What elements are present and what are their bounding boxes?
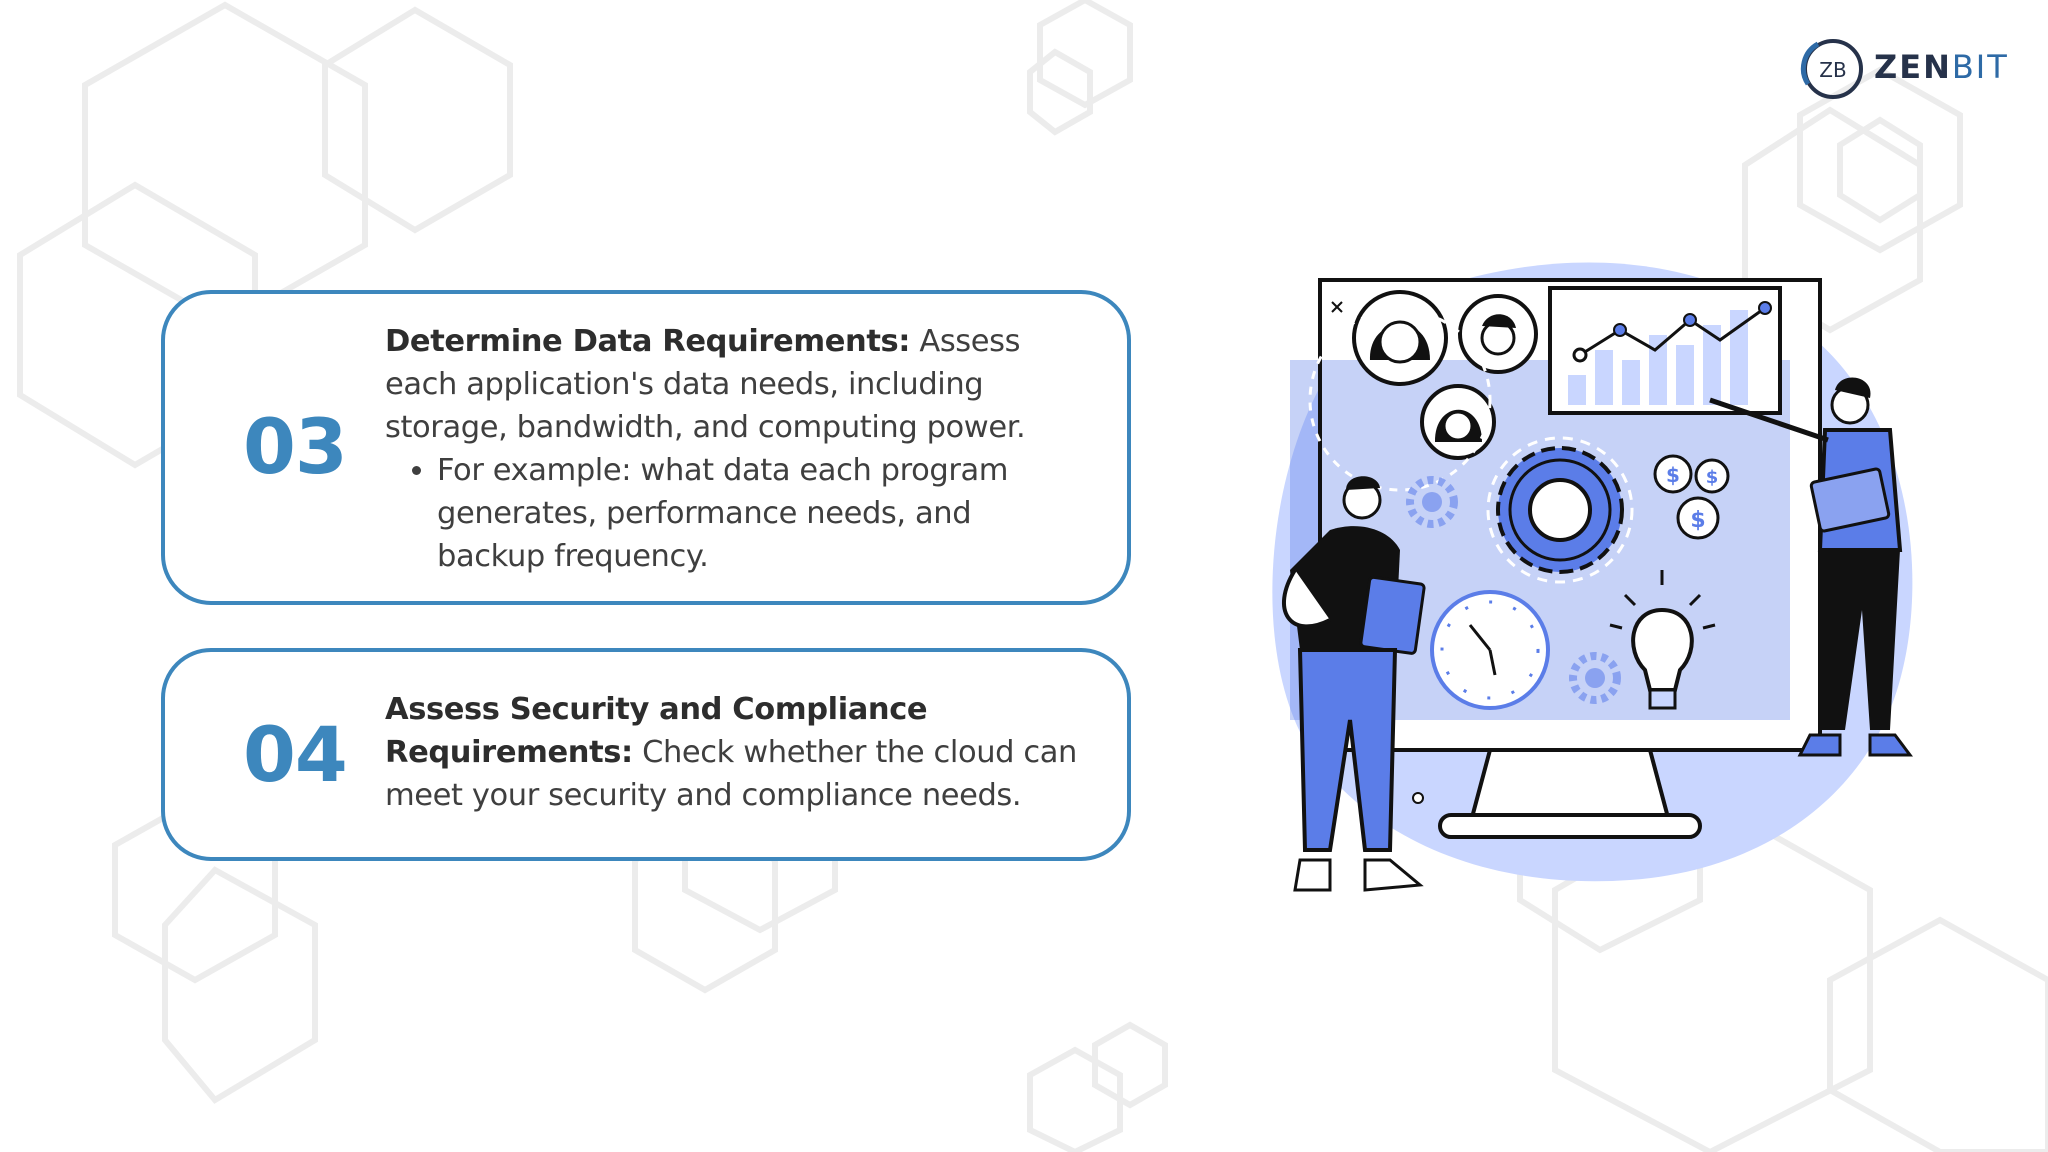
dollar-coins-icon: $ $ $ (1653, 454, 1730, 540)
step-description: Determine Data Requirements: Assess each… (385, 320, 1087, 578)
avatar-group-icon (1308, 290, 1538, 492)
logo-wordmark-light: BIT (1951, 48, 2009, 86)
dot-icon (1412, 792, 1424, 804)
step-number: 03 (243, 402, 348, 491)
step-description: Assess Security and Compliance Requireme… (385, 688, 1087, 817)
step-card-04: 04 Assess Security and Compliance Requir… (161, 648, 1131, 861)
step-text: Assess each application's data needs, in… (385, 324, 1026, 445)
step-text: Check whether the cloud can meet your se… (385, 735, 1077, 813)
step-bullet-list: For example: what data each program gene… (385, 449, 1087, 578)
step-number: 04 (243, 710, 348, 799)
step-bullet-item: For example: what data each program gene… (437, 449, 1087, 578)
sparkle-icon (1331, 301, 1343, 313)
coin-symbol: $ (1706, 467, 1719, 488)
woman-pointing-icon (1709, 377, 1913, 757)
bar-chart-icon (1548, 286, 1782, 415)
logo-wordmark: ZENBIT (1874, 48, 2009, 86)
coin-symbol: $ (1690, 508, 1705, 533)
step-title: Assess Security and Compliance Requireme… (385, 692, 928, 770)
logo-wordmark-bold: ZEN (1874, 48, 1952, 86)
man-with-tablet-icon (1282, 476, 1426, 892)
step-card-03: 03 Determine Data Requirements: Assess e… (161, 290, 1131, 605)
gear-icon (1486, 436, 1634, 584)
zenbit-logo[interactable]: ZB ZENBIT (1800, 36, 2007, 106)
team-analytics-illustration: $ $ $ (1272, 262, 1913, 892)
logo-mark-text: ZB (1819, 58, 1846, 82)
clock-icon (1430, 590, 1550, 710)
small-gear-icon (1406, 476, 1621, 704)
step-title: Determine Data Requirements: (385, 324, 911, 359)
zenbit-logo-mark-icon: ZB (1800, 39, 1863, 99)
coin-symbol: $ (1666, 463, 1680, 487)
lightbulb-icon (1609, 570, 1716, 710)
